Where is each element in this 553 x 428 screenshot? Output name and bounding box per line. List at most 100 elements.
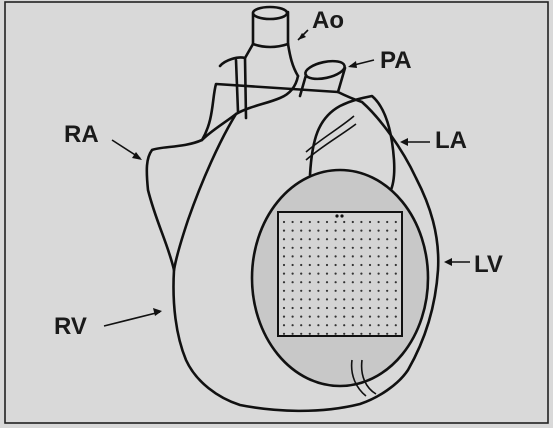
- electrode-dot: [352, 264, 354, 266]
- electrode-dot: [309, 316, 311, 318]
- electrode-dot: [300, 290, 302, 292]
- electrode-dot: [386, 247, 388, 249]
- electrode-dot: [309, 307, 311, 309]
- electrode-dot: [369, 281, 371, 283]
- electrode-dot: [369, 255, 371, 257]
- electrode-dot: [335, 255, 337, 257]
- electrode-dot: [309, 255, 311, 257]
- electrode-dot: [317, 247, 319, 249]
- electrode-dot: [360, 298, 362, 300]
- electrode-dot: [369, 247, 371, 249]
- electrode-dot: [335, 247, 337, 249]
- electrode-dot: [352, 273, 354, 275]
- electrode-dot: [335, 333, 337, 335]
- electrode-dot: [378, 324, 380, 326]
- electrode-dot: [309, 230, 311, 232]
- electrode-dot: [360, 255, 362, 257]
- electrode-dot: [369, 273, 371, 275]
- electrode-dot: [360, 281, 362, 283]
- electrode-dot: [386, 307, 388, 309]
- electrode-dot: [326, 238, 328, 240]
- electrode-dot: [292, 316, 294, 318]
- electrode-dot: [352, 290, 354, 292]
- electrode-dot: [283, 324, 285, 326]
- aorta: [253, 7, 288, 47]
- electrode-dot: [300, 281, 302, 283]
- electrode-dot: [386, 221, 388, 223]
- electrode-dot: [317, 324, 319, 326]
- electrode-dot: [326, 298, 328, 300]
- electrode-dot: [343, 324, 345, 326]
- electrode-dot: [283, 281, 285, 283]
- electrode-dot: [386, 273, 388, 275]
- electrode-dot: [369, 290, 371, 292]
- electrode-dot: [326, 316, 328, 318]
- electrode-dot: [343, 298, 345, 300]
- electrode-dot: [300, 298, 302, 300]
- electrode-dot: [343, 281, 345, 283]
- electrode-dot: [378, 333, 380, 335]
- electrode-dot: [378, 273, 380, 275]
- electrode-dot: [360, 264, 362, 266]
- electrode-dot: [309, 221, 311, 223]
- electrode-dot: [326, 290, 328, 292]
- label-rv: RV: [54, 313, 87, 340]
- electrode-dot: [395, 238, 397, 240]
- electrode-dot: [395, 247, 397, 249]
- electrode-dot: [292, 264, 294, 266]
- electrode-dot: [317, 307, 319, 309]
- electrode-dot: [335, 273, 337, 275]
- electrode-dot: [395, 316, 397, 318]
- electrode-dot: [360, 307, 362, 309]
- electrode-dot: [317, 255, 319, 257]
- electrode-dot: [335, 316, 337, 318]
- electrode-dot: [386, 333, 388, 335]
- electrode-dot: [283, 238, 285, 240]
- electrode-dot: [343, 264, 345, 266]
- electrode-dot: [326, 281, 328, 283]
- electrode-dot: [335, 264, 337, 266]
- arrow-rv-head: [153, 308, 162, 316]
- electrode-dot: [386, 298, 388, 300]
- electrode-dot: [300, 273, 302, 275]
- electrode-dot: [395, 230, 397, 232]
- electrode-dot: [378, 281, 380, 283]
- electrode-dot: [300, 316, 302, 318]
- electrode-dot: [309, 238, 311, 240]
- electrode-dot: [343, 247, 345, 249]
- electrode-dot: [360, 221, 362, 223]
- electrode-dot: [352, 221, 354, 223]
- electrode-dot: [300, 333, 302, 335]
- grid-marker-dot: [340, 214, 343, 217]
- electrode-dot: [395, 255, 397, 257]
- electrode-dot: [292, 247, 294, 249]
- electrode-dot: [335, 307, 337, 309]
- label-ra: RA: [64, 121, 99, 148]
- arrow-rv: [104, 312, 160, 326]
- electrode-dot: [326, 247, 328, 249]
- electrode-dot: [283, 333, 285, 335]
- electrode-dot: [369, 333, 371, 335]
- electrode-dot: [343, 230, 345, 232]
- arrow-la-head: [400, 138, 408, 146]
- electrode-dot: [386, 264, 388, 266]
- electrode-dot: [386, 290, 388, 292]
- electrode-dot: [395, 264, 397, 266]
- electrode-dot: [317, 221, 319, 223]
- electrode-dot: [309, 290, 311, 292]
- electrode-dot: [309, 333, 311, 335]
- electrode-dot: [300, 307, 302, 309]
- electrode-dot: [386, 324, 388, 326]
- label-pa: PA: [380, 47, 412, 74]
- electrode-dot: [343, 255, 345, 257]
- electrode-dot: [309, 264, 311, 266]
- electrode-dot: [343, 316, 345, 318]
- electrode-dot: [352, 230, 354, 232]
- electrode-dot: [378, 316, 380, 318]
- electrode-dot: [292, 273, 294, 275]
- electrode-dot: [369, 221, 371, 223]
- label-la: LA: [435, 127, 467, 154]
- electrode-dot: [300, 264, 302, 266]
- electrode-dot: [352, 255, 354, 257]
- electrode-dot: [378, 238, 380, 240]
